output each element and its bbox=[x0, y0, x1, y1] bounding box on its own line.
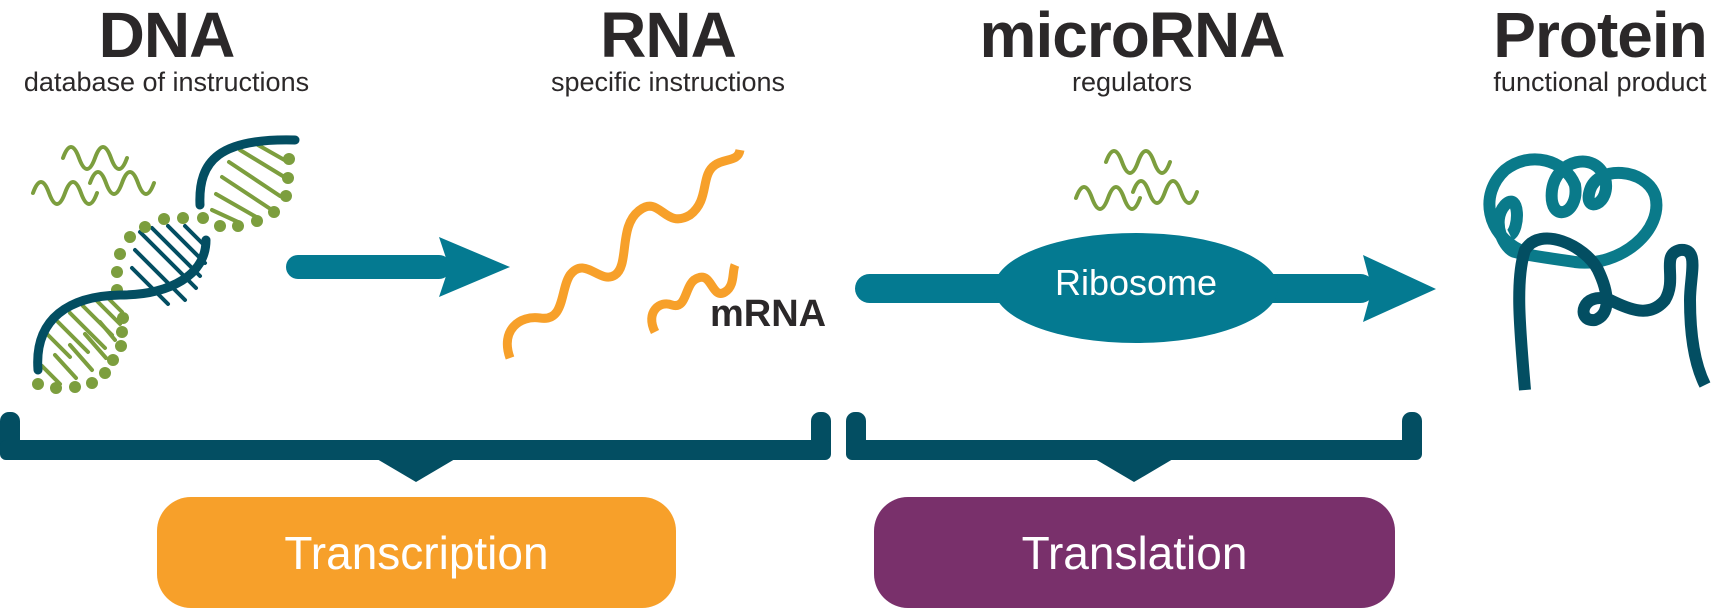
ribosome-icon bbox=[994, 233, 1278, 343]
stage-microrna: microRNA regulators bbox=[962, 3, 1302, 97]
stage-protein: Protein functional product bbox=[1470, 3, 1715, 97]
protein-fold-icon bbox=[1483, 153, 1711, 391]
transcription-arrow-icon bbox=[286, 237, 510, 297]
microrna-squiggle-icon bbox=[31, 145, 156, 206]
stage-subtitle: database of instructions bbox=[23, 67, 310, 97]
mrna-strand-icon bbox=[502, 148, 745, 360]
process-label: Transcription bbox=[284, 526, 549, 579]
translation-bracket bbox=[846, 412, 1422, 482]
mrna-label: mRNA bbox=[710, 293, 827, 335]
microrna-squiggle-icon bbox=[1074, 149, 1199, 211]
stage-title: DNA bbox=[98, 0, 236, 71]
stage-title: RNA bbox=[600, 0, 737, 71]
stage-subtitle: regulators bbox=[1071, 67, 1193, 97]
dna-helix-icon bbox=[32, 135, 300, 394]
stage-title: microRNA bbox=[979, 0, 1286, 71]
stage-subtitle: functional product bbox=[1493, 67, 1707, 97]
stage-rna: RNA specific instructions bbox=[518, 3, 818, 97]
process-label: Translation bbox=[1021, 526, 1248, 579]
stage-title: Protein bbox=[1493, 0, 1707, 71]
stage-subtitle: specific instructions bbox=[550, 67, 786, 97]
translation-label: Translation bbox=[874, 497, 1395, 608]
stage-dna: DNA database of instructions bbox=[0, 3, 333, 97]
ribosome-label: Ribosome bbox=[1054, 262, 1218, 303]
transcription-bracket bbox=[0, 412, 831, 482]
transcription-label: Transcription bbox=[157, 497, 676, 608]
